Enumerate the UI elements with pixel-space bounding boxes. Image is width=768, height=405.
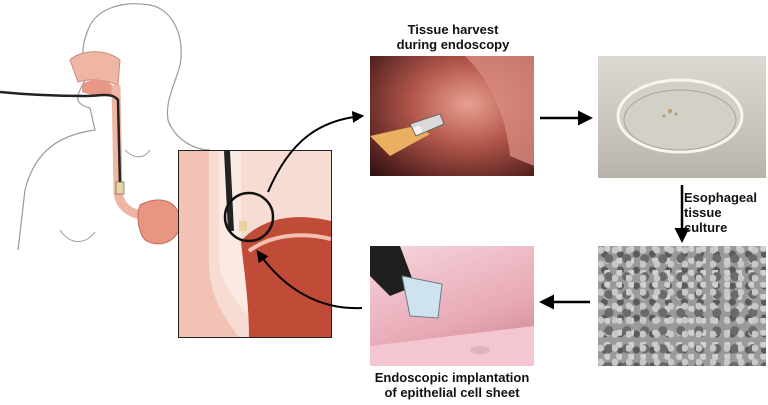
caption-endoscopic-implantation: Endoscopic implantation of epithelial ce… [362,370,542,400]
arrow-inset-to-endoscopy [268,116,362,192]
arrow-implant-to-inset [258,252,362,308]
caption-esophageal-culture: Esophageal tissue culture [684,190,768,235]
caption-tissue-harvest: Tissue harvest during endoscopy [370,22,536,52]
